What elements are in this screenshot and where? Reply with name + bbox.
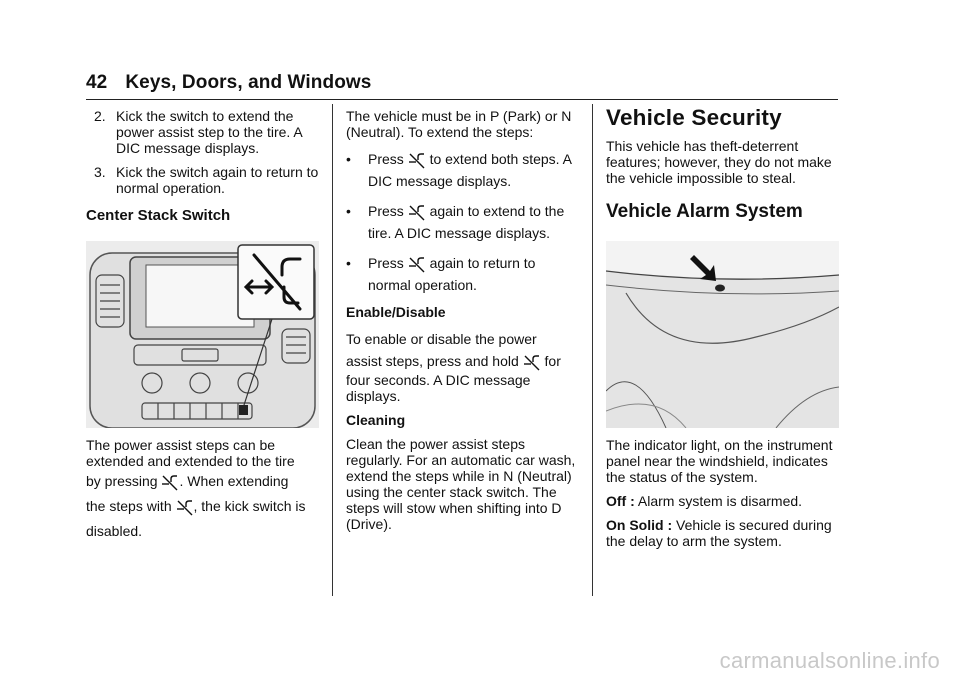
column-2: The vehicle must be in P (Park) or N (Ne… [346, 108, 582, 540]
center-stack-illustration [86, 241, 319, 428]
step-number: 2. [94, 108, 106, 124]
park-neutral-intro: The vehicle must be in P (Park) or N (Ne… [346, 108, 572, 140]
column-3: Vehicle Security This vehicle has theft-… [606, 105, 841, 234]
enable-para-b: assist steps, press and hold for [346, 350, 582, 372]
power-step-switch-icon [523, 355, 540, 371]
header-rule [86, 99, 838, 100]
step-text: Kick the switch to extend the power assi… [116, 108, 302, 156]
enable-para-a: To enable or disable the power [346, 331, 537, 347]
switch-para-a: The power assist steps can be extended a… [86, 437, 295, 469]
center-stack-figure [86, 241, 319, 428]
switch-para-b: by pressing . When extending [86, 473, 326, 492]
column-divider-1 [332, 104, 333, 596]
switch-para-c: the steps with , the kick switch is [86, 498, 326, 517]
step-3: 3. Kick the switch again to return to no… [86, 164, 326, 196]
column-1-lower: The power assist steps can be extended a… [86, 437, 326, 547]
section-title: Keys, Doors, and Windows [125, 72, 372, 93]
bullet-extend-tire: • Press again to extend to the tire. A D… [346, 203, 565, 241]
cleaning-heading: Cleaning [346, 412, 406, 428]
watermark: carmanualsonline.info [719, 648, 940, 673]
vehicle-security-title: Vehicle Security [606, 105, 782, 130]
power-step-switch-icon [408, 153, 425, 169]
column-3-lower: The indicator light, on the instrument p… [606, 437, 841, 557]
center-stack-heading: Center Stack Switch [86, 207, 231, 224]
power-step-switch-icon [408, 205, 425, 221]
dashboard-illustration [606, 241, 839, 428]
switch-para-d: disabled. [86, 523, 143, 539]
step-text: Kick the switch again to return to norma… [116, 164, 319, 196]
step-number: 3. [94, 164, 106, 180]
alarm-system-heading: Vehicle Alarm System [606, 201, 803, 222]
column-divider-2 [592, 104, 593, 596]
power-step-switch-icon [162, 475, 178, 491]
column-1: 2. Kick the switch to extend the power a… [86, 108, 326, 234]
status-on-solid: On Solid : Vehicle is secured during the… [606, 517, 832, 549]
page-header: 42 Keys, Doors, and Windows [86, 72, 371, 94]
page-number: 42 [86, 72, 108, 93]
security-text: This vehicle has theft-deterrent feature… [606, 138, 832, 186]
alarm-indicator-arrow-icon [690, 255, 716, 281]
alarm-indicator-figure [606, 241, 839, 428]
bullet-return-normal: • Press again to return to normal operat… [346, 255, 536, 293]
enable-para-c: four seconds. A DIC message displays. [346, 372, 531, 404]
status-off: Off : Alarm system is disarmed. [606, 493, 803, 509]
enable-disable-heading: Enable/Disable [346, 304, 446, 320]
bullet-extend-steps: • Press to extend both steps. A DIC mess… [346, 151, 572, 189]
indicator-text: The indicator light, on the instrument p… [606, 437, 833, 485]
cleaning-text: Clean the power assist steps regularly. … [346, 436, 576, 532]
power-step-switch-icon [176, 500, 192, 516]
power-step-switch-icon [408, 257, 425, 273]
step-2: 2. Kick the switch to extend the power a… [86, 108, 326, 156]
